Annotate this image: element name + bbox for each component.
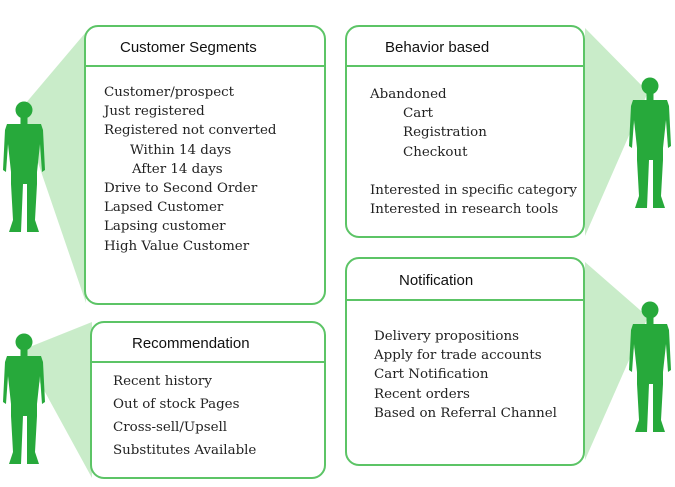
behavior-based-header: Behavior based: [347, 27, 583, 67]
list-item: After 14 days: [132, 161, 223, 177]
list-item: Substitutes Available: [113, 443, 257, 458]
list-item: High Value Customer: [104, 238, 250, 254]
recommendation-title: Recommendation: [132, 335, 250, 352]
list-item: Cart Notification: [374, 367, 489, 383]
customer-segments-list: Customer/prospect Just registered Regist…: [104, 83, 276, 256]
customer-segments-header: Customer Segments: [86, 27, 324, 67]
list-item: Recent history: [113, 374, 212, 389]
list-item: Lapsing customer: [104, 219, 226, 235]
beam-behavior-based: [585, 28, 648, 236]
list-item: Customer/prospect: [104, 85, 235, 100]
light-beams: [20, 28, 648, 478]
list-item: Registration: [403, 125, 487, 141]
customer-segments-card: Customer Segments Customer/prospect Just…: [84, 25, 326, 305]
notification-list: Delivery propositions Apply for trade ac…: [374, 327, 557, 423]
notification-title: Notification: [399, 272, 474, 289]
notification-header: Notification: [347, 259, 583, 301]
behavior-based-card: Behavior based Abandoned Cart Registrati…: [345, 25, 585, 238]
recommendation-list: Recent history Out of stock Pages Cross-…: [113, 370, 256, 462]
recommendation-card: Recommendation Recent history Out of sto…: [90, 321, 326, 479]
behavior-based-title: Behavior based: [385, 39, 490, 56]
list-item: Recent orders: [374, 386, 470, 402]
notification-card: Notification Delivery propositions Apply…: [345, 257, 585, 466]
list-item: Based on Referral Channel: [374, 405, 557, 421]
list-item: Cart: [403, 106, 434, 122]
list-item: Delivery propositions: [374, 329, 519, 344]
beam-notification: [585, 262, 648, 460]
list-item: Abandoned: [370, 87, 447, 102]
list-item: Within 14 days: [130, 142, 232, 158]
behavior-based-list: Abandoned Cart Registration Checkout Int…: [370, 85, 577, 219]
list-item: Out of stock Pages: [113, 397, 240, 412]
list-item: Checkout: [403, 144, 468, 160]
list-item: Registered not converted: [104, 123, 277, 139]
customer-segments-title: Customer Segments: [120, 39, 257, 56]
list-item: Interested in specific category: [370, 183, 577, 199]
list-item: Drive to Second Order: [104, 181, 258, 197]
list-item: Cross-sell/Upsell: [113, 420, 228, 435]
list-item: Lapsed Customer: [104, 200, 224, 216]
list-item: Just registered: [104, 104, 205, 120]
list-item: Interested in research tools: [370, 202, 559, 218]
beam-customer-segments: [20, 32, 86, 303]
recommendation-header: Recommendation: [92, 323, 324, 363]
list-item: Apply for trade accounts: [374, 348, 542, 364]
